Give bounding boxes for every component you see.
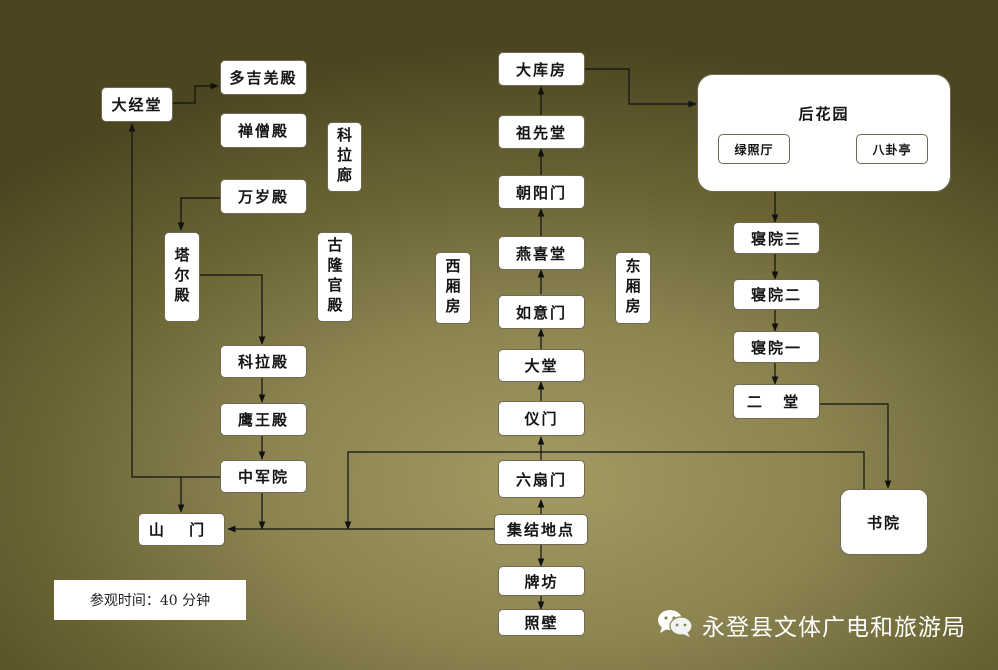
node-gulongguandian: 古隆官殿 (317, 232, 353, 322)
node-qinyuansan: 寝院三 (733, 222, 820, 254)
node-xixiangfang: 西厢房 (435, 252, 471, 324)
edge-shuyuan-left (344, 451, 865, 530)
node-keladian: 科拉殿 (220, 345, 307, 378)
brand-text: 永登县文体广电和旅游局 (702, 615, 966, 641)
wechat-icon (656, 608, 694, 642)
node-taerdian: 塔尔殿 (164, 232, 200, 322)
node-zuxiantang: 祖先堂 (498, 115, 585, 149)
edge-zhongjunyuan-dajingtang (128, 123, 220, 478)
node-datang: 大堂 (498, 349, 585, 382)
edge-daku-houhuayuan (585, 68, 697, 108)
edge-ertang-shuyuan (820, 403, 892, 489)
node-ruyimen: 如意门 (498, 295, 585, 329)
node-yimen: 仪门 (498, 401, 585, 436)
node-liushanmen: 六扇门 (498, 460, 585, 498)
node-qinyuaner: 寝院二 (733, 279, 820, 310)
node-wansuidian: 万岁殿 (220, 179, 307, 214)
node-shuyuan: 书院 (840, 489, 928, 555)
node-kelalang: 科拉廊 (327, 122, 362, 192)
node-baguating: 八卦亭 (856, 134, 928, 164)
node-dajingtang: 大经堂 (101, 87, 173, 122)
node-dongxiangfang: 东厢房 (615, 252, 651, 324)
node-yanxitang: 燕喜堂 (498, 236, 585, 270)
edge-dajingtang-duojiqiang (173, 82, 219, 104)
node-houhuayuan: 后花园 (697, 74, 951, 192)
node-duojiqiangdian: 多吉羌殿 (220, 60, 307, 95)
brand-watermark: 永登县文体广电和旅游局 (656, 604, 966, 646)
node-chansengdian: 禅僧殿 (220, 113, 307, 148)
node-shanmen: 山 门 (138, 513, 225, 546)
edge-taer-kela (200, 274, 266, 345)
node-ertang: 二 堂 (733, 384, 820, 419)
node-zhaobi: 照壁 (498, 609, 585, 636)
node-qinyuanyi: 寝院一 (733, 331, 820, 363)
node-lvzhaoting: 绿照厅 (718, 134, 790, 164)
node-paifang: 牌坊 (498, 566, 585, 596)
visit-time-note: 参观时间：40 分钟 (54, 580, 246, 620)
edge-wansui-taer (177, 197, 220, 231)
node-zhongjunyuan: 中军院 (220, 460, 307, 493)
node-yingwangdian: 鹰王殿 (220, 403, 307, 436)
node-jijiedidian: 集结地点 (494, 514, 588, 545)
node-dakufang: 大库房 (498, 52, 585, 86)
node-chaoyangmen: 朝阳门 (498, 175, 585, 209)
